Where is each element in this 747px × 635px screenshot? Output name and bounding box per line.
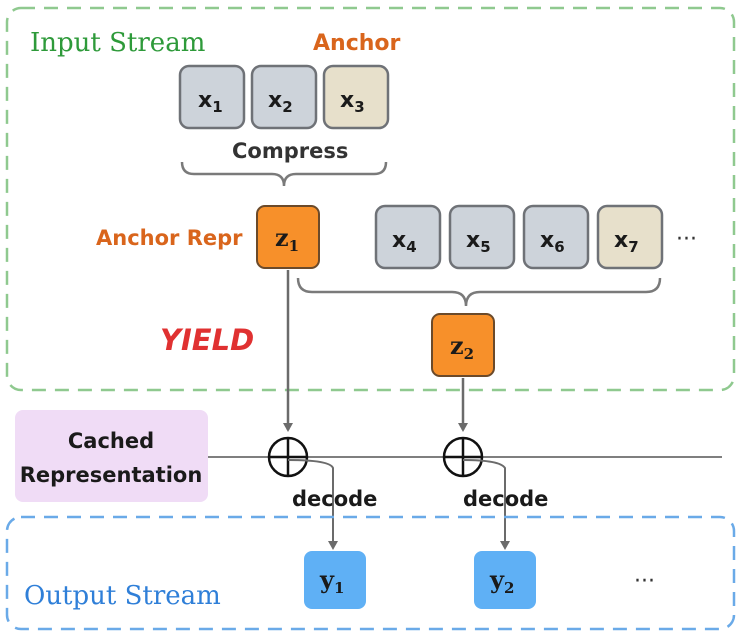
oplus-2-icon bbox=[442, 436, 484, 478]
cached-representation-line1: Cached bbox=[68, 429, 154, 453]
svg-text:x5: x5 bbox=[466, 228, 491, 256]
compress-label: Compress bbox=[232, 139, 348, 163]
token-x6: x6 bbox=[522, 204, 590, 270]
z1-node: z1 bbox=[256, 205, 320, 269]
token-x5: x5 bbox=[448, 204, 516, 270]
decode-arrow-2 bbox=[462, 459, 510, 550]
token-x3-anchor: x3 bbox=[322, 64, 390, 130]
output-stream-container bbox=[5, 515, 736, 631]
svg-text:x2: x2 bbox=[268, 88, 293, 116]
svg-text:y2: y2 bbox=[489, 565, 514, 597]
decode-label-2: decode bbox=[463, 487, 548, 511]
svg-text:x4: x4 bbox=[392, 228, 417, 256]
input-stream-title: Input Stream bbox=[30, 28, 205, 58]
token-x2: x2 bbox=[250, 64, 318, 130]
cached-representation-line2: Representation bbox=[20, 463, 203, 487]
output-stream-title: Output Stream bbox=[24, 581, 221, 611]
y1-node: y1 bbox=[304, 551, 366, 609]
svg-text:x7: x7 bbox=[614, 228, 639, 256]
svg-text:z2: z2 bbox=[450, 331, 474, 363]
oplus-1-icon bbox=[267, 436, 309, 478]
token-x4: x4 bbox=[374, 204, 442, 270]
y2-node: y2 bbox=[474, 551, 536, 609]
yield-label: YIELD bbox=[160, 323, 254, 357]
svg-text:x6: x6 bbox=[540, 228, 565, 256]
svg-text:x3: x3 bbox=[340, 88, 365, 116]
cached-representation-box bbox=[15, 410, 208, 502]
decode-label-1: decode bbox=[292, 487, 377, 511]
compress-brace bbox=[180, 161, 388, 187]
svg-text:z1: z1 bbox=[275, 223, 299, 255]
token-x1: x1 bbox=[178, 64, 246, 130]
z2-node: z2 bbox=[431, 313, 495, 377]
svg-text:x1: x1 bbox=[198, 88, 223, 116]
anchor-repr-label: Anchor Repr bbox=[96, 226, 243, 250]
row2-ellipsis: ··· bbox=[676, 227, 697, 252]
input-stream-container bbox=[5, 6, 736, 392]
output-ellipsis: ··· bbox=[634, 569, 655, 594]
token-x7-anchor: x7 bbox=[596, 204, 664, 270]
decode-arrow-1 bbox=[287, 459, 338, 550]
svg-text:y1: y1 bbox=[319, 565, 344, 597]
anchor-label: Anchor bbox=[313, 31, 401, 56]
z2-brace bbox=[296, 277, 662, 307]
